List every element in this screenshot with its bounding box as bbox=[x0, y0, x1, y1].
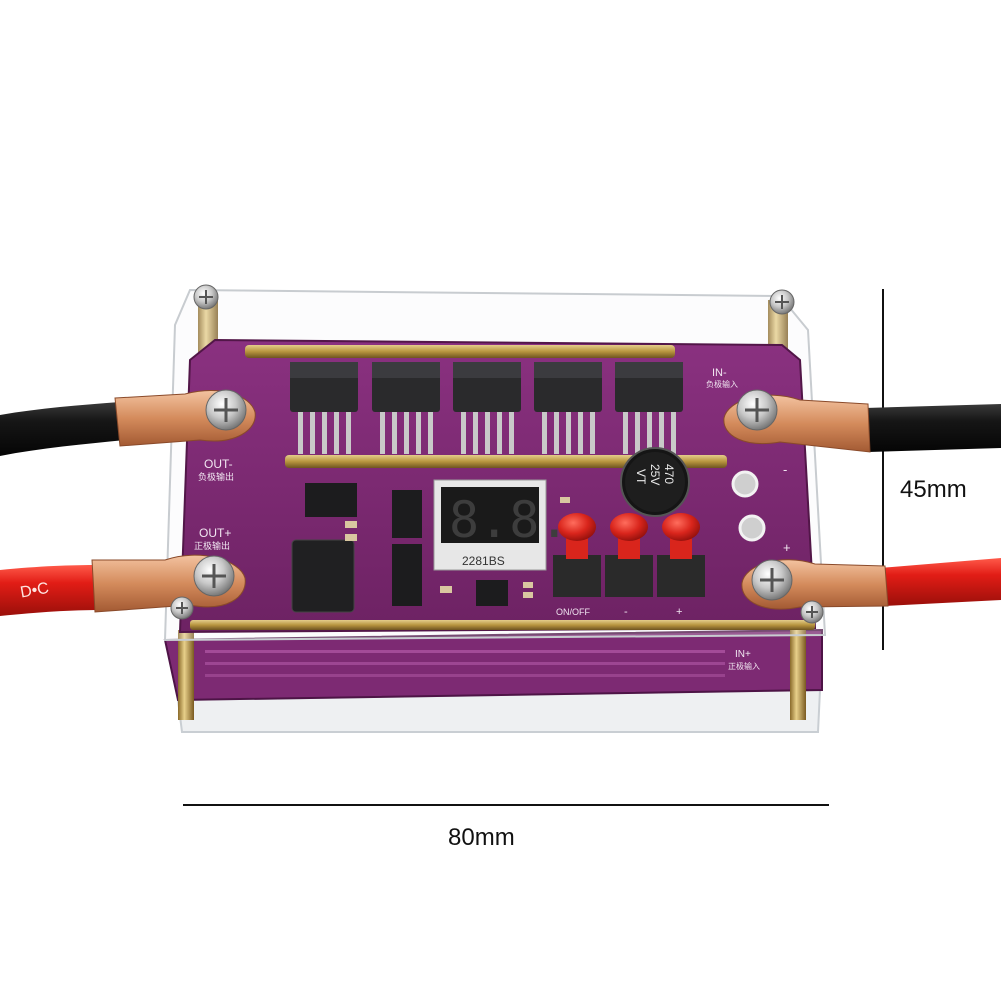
mosfet-row bbox=[290, 362, 683, 454]
width-dimension-label: 80mm bbox=[448, 824, 515, 851]
red-wire-left bbox=[0, 565, 102, 616]
corner-screw-front-left bbox=[170, 596, 194, 620]
corner-screw-front-right bbox=[800, 600, 824, 624]
button-onoff[interactable] bbox=[553, 513, 601, 597]
bus-bar-top bbox=[245, 345, 675, 358]
display-face bbox=[441, 487, 539, 543]
in-minus-cn-label: 负极输入 bbox=[706, 379, 738, 389]
pad-plus-label: + bbox=[783, 540, 791, 555]
in-plus-cn-label: 正极输入 bbox=[728, 661, 760, 671]
smd-parts bbox=[345, 497, 570, 598]
black-wire-right bbox=[865, 404, 1001, 452]
red-wire-right bbox=[880, 558, 1001, 606]
height-dimension-label: 45mm bbox=[900, 476, 967, 503]
button-plus[interactable] bbox=[657, 513, 705, 597]
ic-driver-2 bbox=[392, 544, 422, 606]
mosfet-5 bbox=[615, 362, 683, 454]
out-minus-cn-label: 负极输出 bbox=[198, 471, 234, 482]
mosfet-4 bbox=[534, 362, 602, 454]
standoff-front-left bbox=[178, 630, 194, 720]
black-wire-left bbox=[0, 402, 125, 456]
output-pads bbox=[731, 470, 766, 542]
mosfet-1 bbox=[290, 362, 358, 454]
out-plus-label: OUT+ bbox=[199, 526, 231, 540]
button-minus[interactable] bbox=[605, 513, 653, 597]
mosfet-2 bbox=[372, 362, 440, 454]
plus-label: + bbox=[676, 606, 682, 618]
in-plus-label: IN+ bbox=[735, 649, 751, 660]
screw-out-minus bbox=[205, 389, 247, 431]
svg-text:470: 470 bbox=[662, 464, 676, 484]
capacitor-top bbox=[625, 452, 685, 512]
out-plus-cn-label: 正极输出 bbox=[194, 540, 230, 551]
display-digits: 8.8. bbox=[449, 491, 569, 549]
standoff-front-right bbox=[790, 625, 806, 720]
svg-text:VT: VT bbox=[634, 469, 648, 485]
screw-out-plus bbox=[193, 555, 235, 597]
corner-screw-back-left bbox=[193, 284, 219, 310]
red-wire-print: D•C bbox=[19, 580, 50, 602]
ic-top-left bbox=[305, 483, 357, 517]
inductor bbox=[291, 539, 355, 613]
lower-pcb-holes bbox=[205, 650, 725, 677]
corner-screw-back-right bbox=[769, 289, 795, 315]
out-minus-label: OUT- bbox=[204, 457, 233, 471]
bus-bar-middle bbox=[285, 455, 727, 468]
pad-minus-label: - bbox=[783, 462, 787, 477]
ic-small-bottom bbox=[476, 580, 508, 606]
in-minus-label: IN- bbox=[712, 367, 727, 379]
display-part-number: 2281BS bbox=[462, 554, 505, 568]
minus-label: - bbox=[624, 606, 628, 618]
screw-in-plus bbox=[751, 559, 793, 601]
svg-text:25V: 25V bbox=[648, 464, 662, 485]
onoff-label: ON/OFF bbox=[556, 607, 590, 617]
ic-driver-1 bbox=[392, 490, 422, 538]
bus-bar-bottom bbox=[190, 620, 815, 630]
screw-in-minus bbox=[736, 389, 778, 431]
mosfet-3 bbox=[453, 362, 521, 454]
capacitor-markings: 470 25V VT bbox=[634, 464, 676, 485]
